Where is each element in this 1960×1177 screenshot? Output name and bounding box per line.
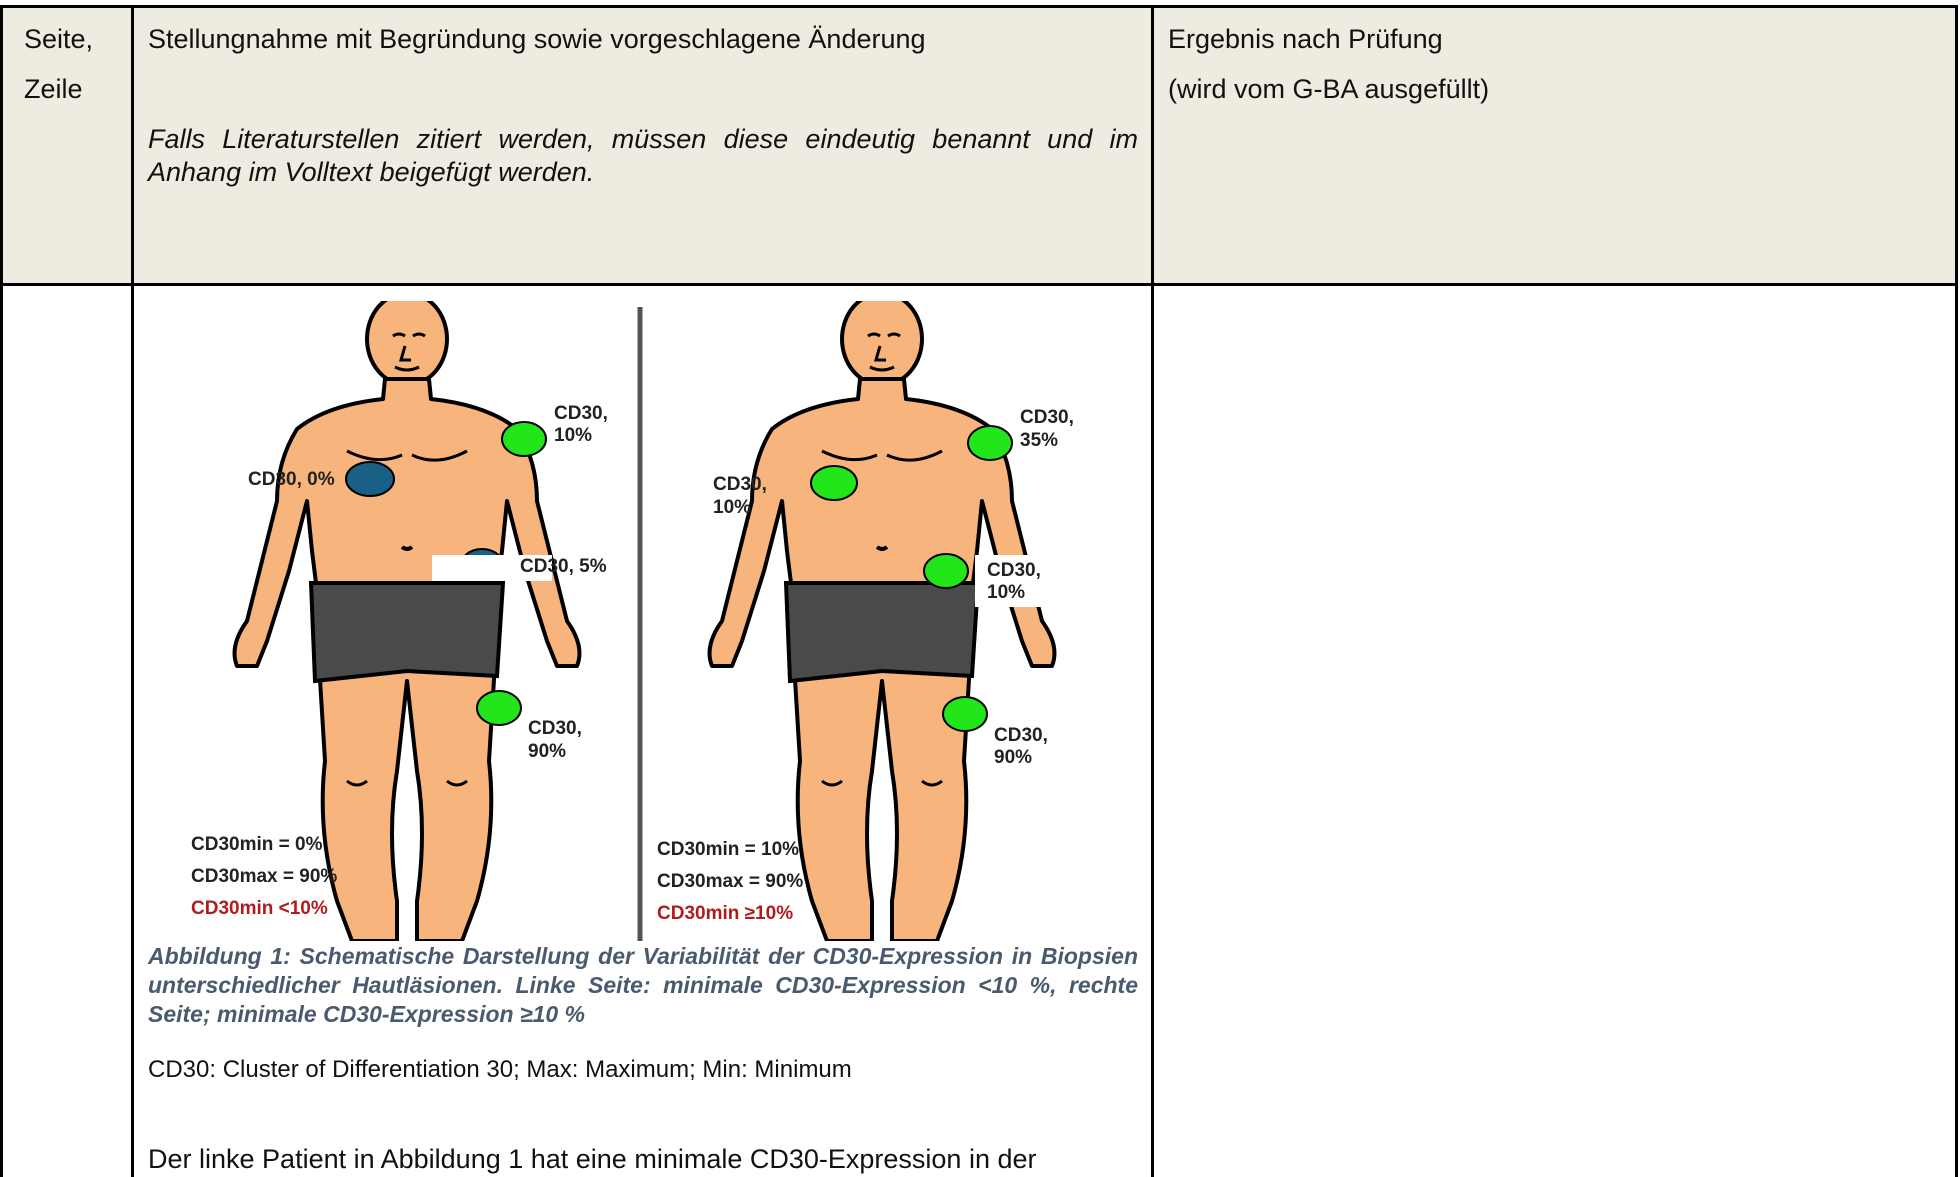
right-label-abdomen-2: 10%: [987, 582, 1025, 603]
lesion-left-shoulder: [502, 422, 546, 456]
left-label-shoulder-2: 10%: [554, 425, 592, 446]
left-label-thigh-1: CD30,: [528, 718, 582, 739]
right-label-shoulder-1: CD30,: [1020, 407, 1074, 428]
header-result-title: Ergebnis nach Prüfung: [1168, 14, 1443, 64]
header-statement-title: Stellungnahme mit Begründung sowie vorge…: [148, 14, 926, 64]
lesion-right-shoulder: [968, 426, 1012, 460]
header-page-label: Seite,: [24, 14, 93, 64]
left-stat-max: CD30max = 90%: [191, 866, 337, 887]
header-statement-note: Falls Literaturstellen zitiert werden, m…: [148, 123, 1138, 189]
lesion-right-thigh: [943, 697, 987, 731]
right-label-abdomen-1: CD30,: [987, 560, 1041, 581]
header-divider: [0, 283, 1958, 286]
left-stat-min: CD30min = 0%: [191, 834, 323, 855]
left-label-arm: CD30, 0%: [248, 469, 335, 490]
table-border-top: [0, 5, 1958, 8]
body-paragraph: Der linke Patient in Abbildung 1 hat ein…: [148, 1141, 1036, 1177]
abbreviation-note: CD30: Cluster of Differentiation 30; Max…: [148, 1045, 852, 1095]
right-label-thigh-1: CD30,: [994, 725, 1048, 746]
left-label-abdomen: CD30, 5%: [520, 556, 607, 577]
table-border-right: [1955, 5, 1958, 1177]
lesion-right-abdomen: [924, 554, 968, 588]
figure-caption: Abbildung 1: Schematische Darstellung de…: [148, 942, 1138, 1029]
comment-table: Seite, Zeile Stellungnahme mit Begründun…: [0, 5, 1958, 1177]
right-stat-flag: CD30min ≥10%: [657, 903, 793, 924]
lesion-right-arm: [811, 466, 857, 500]
left-label-shoulder-1: CD30,: [554, 403, 608, 424]
left-label-thigh-2: 90%: [528, 741, 566, 762]
right-label-thigh-2: 90%: [994, 747, 1032, 768]
column-divider-1: [131, 5, 134, 1177]
right-label-arm-1: CD30,: [713, 474, 767, 495]
right-stat-min: CD30min = 10%: [657, 839, 799, 860]
lesion-left-thigh: [477, 691, 521, 725]
header-result-note: (wird vom G-BA ausgefüllt): [1168, 64, 1489, 114]
right-label-arm-2: 10%: [713, 497, 751, 518]
right-label-shoulder-2: 35%: [1020, 430, 1058, 451]
header-line-label: Zeile: [24, 64, 83, 114]
cd30-body-figure: CD30, 10% CD30, 0% CD30, 5% CD30, 90% CD…: [182, 301, 1107, 941]
right-stat-max: CD30max = 90%: [657, 871, 803, 892]
table-border-left: [0, 5, 3, 1177]
column-divider-2: [1151, 5, 1154, 1177]
lesion-left-arm: [346, 462, 394, 496]
left-stat-flag: CD30min <10%: [191, 898, 328, 919]
